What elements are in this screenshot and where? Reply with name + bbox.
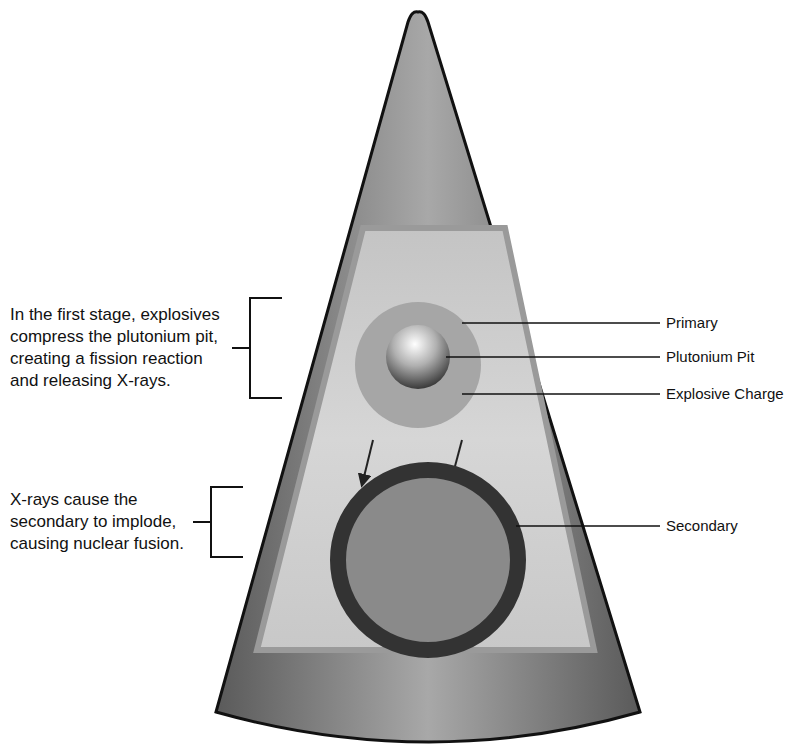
stage-note: In the first stage, explosives compress … bbox=[10, 304, 228, 392]
part-label: Secondary bbox=[666, 517, 738, 535]
stage-note: X-rays cause the secondary to implode, c… bbox=[10, 489, 190, 555]
xray-arrow bbox=[362, 440, 373, 485]
plutonium-pit bbox=[386, 325, 450, 389]
leader-line bbox=[462, 393, 660, 395]
part-label: Primary bbox=[666, 314, 718, 332]
part-label: Plutonium Pit bbox=[666, 348, 754, 366]
bracket bbox=[193, 487, 243, 557]
explosive-charge bbox=[355, 302, 481, 428]
bracket bbox=[232, 298, 282, 398]
leader-line bbox=[446, 356, 660, 358]
part-label: Explosive Charge bbox=[666, 385, 784, 403]
inner-cavity bbox=[257, 228, 594, 650]
cone-casing bbox=[216, 12, 640, 742]
leader-line bbox=[516, 525, 660, 527]
secondary-stage bbox=[338, 470, 518, 650]
leader-line bbox=[462, 322, 660, 324]
